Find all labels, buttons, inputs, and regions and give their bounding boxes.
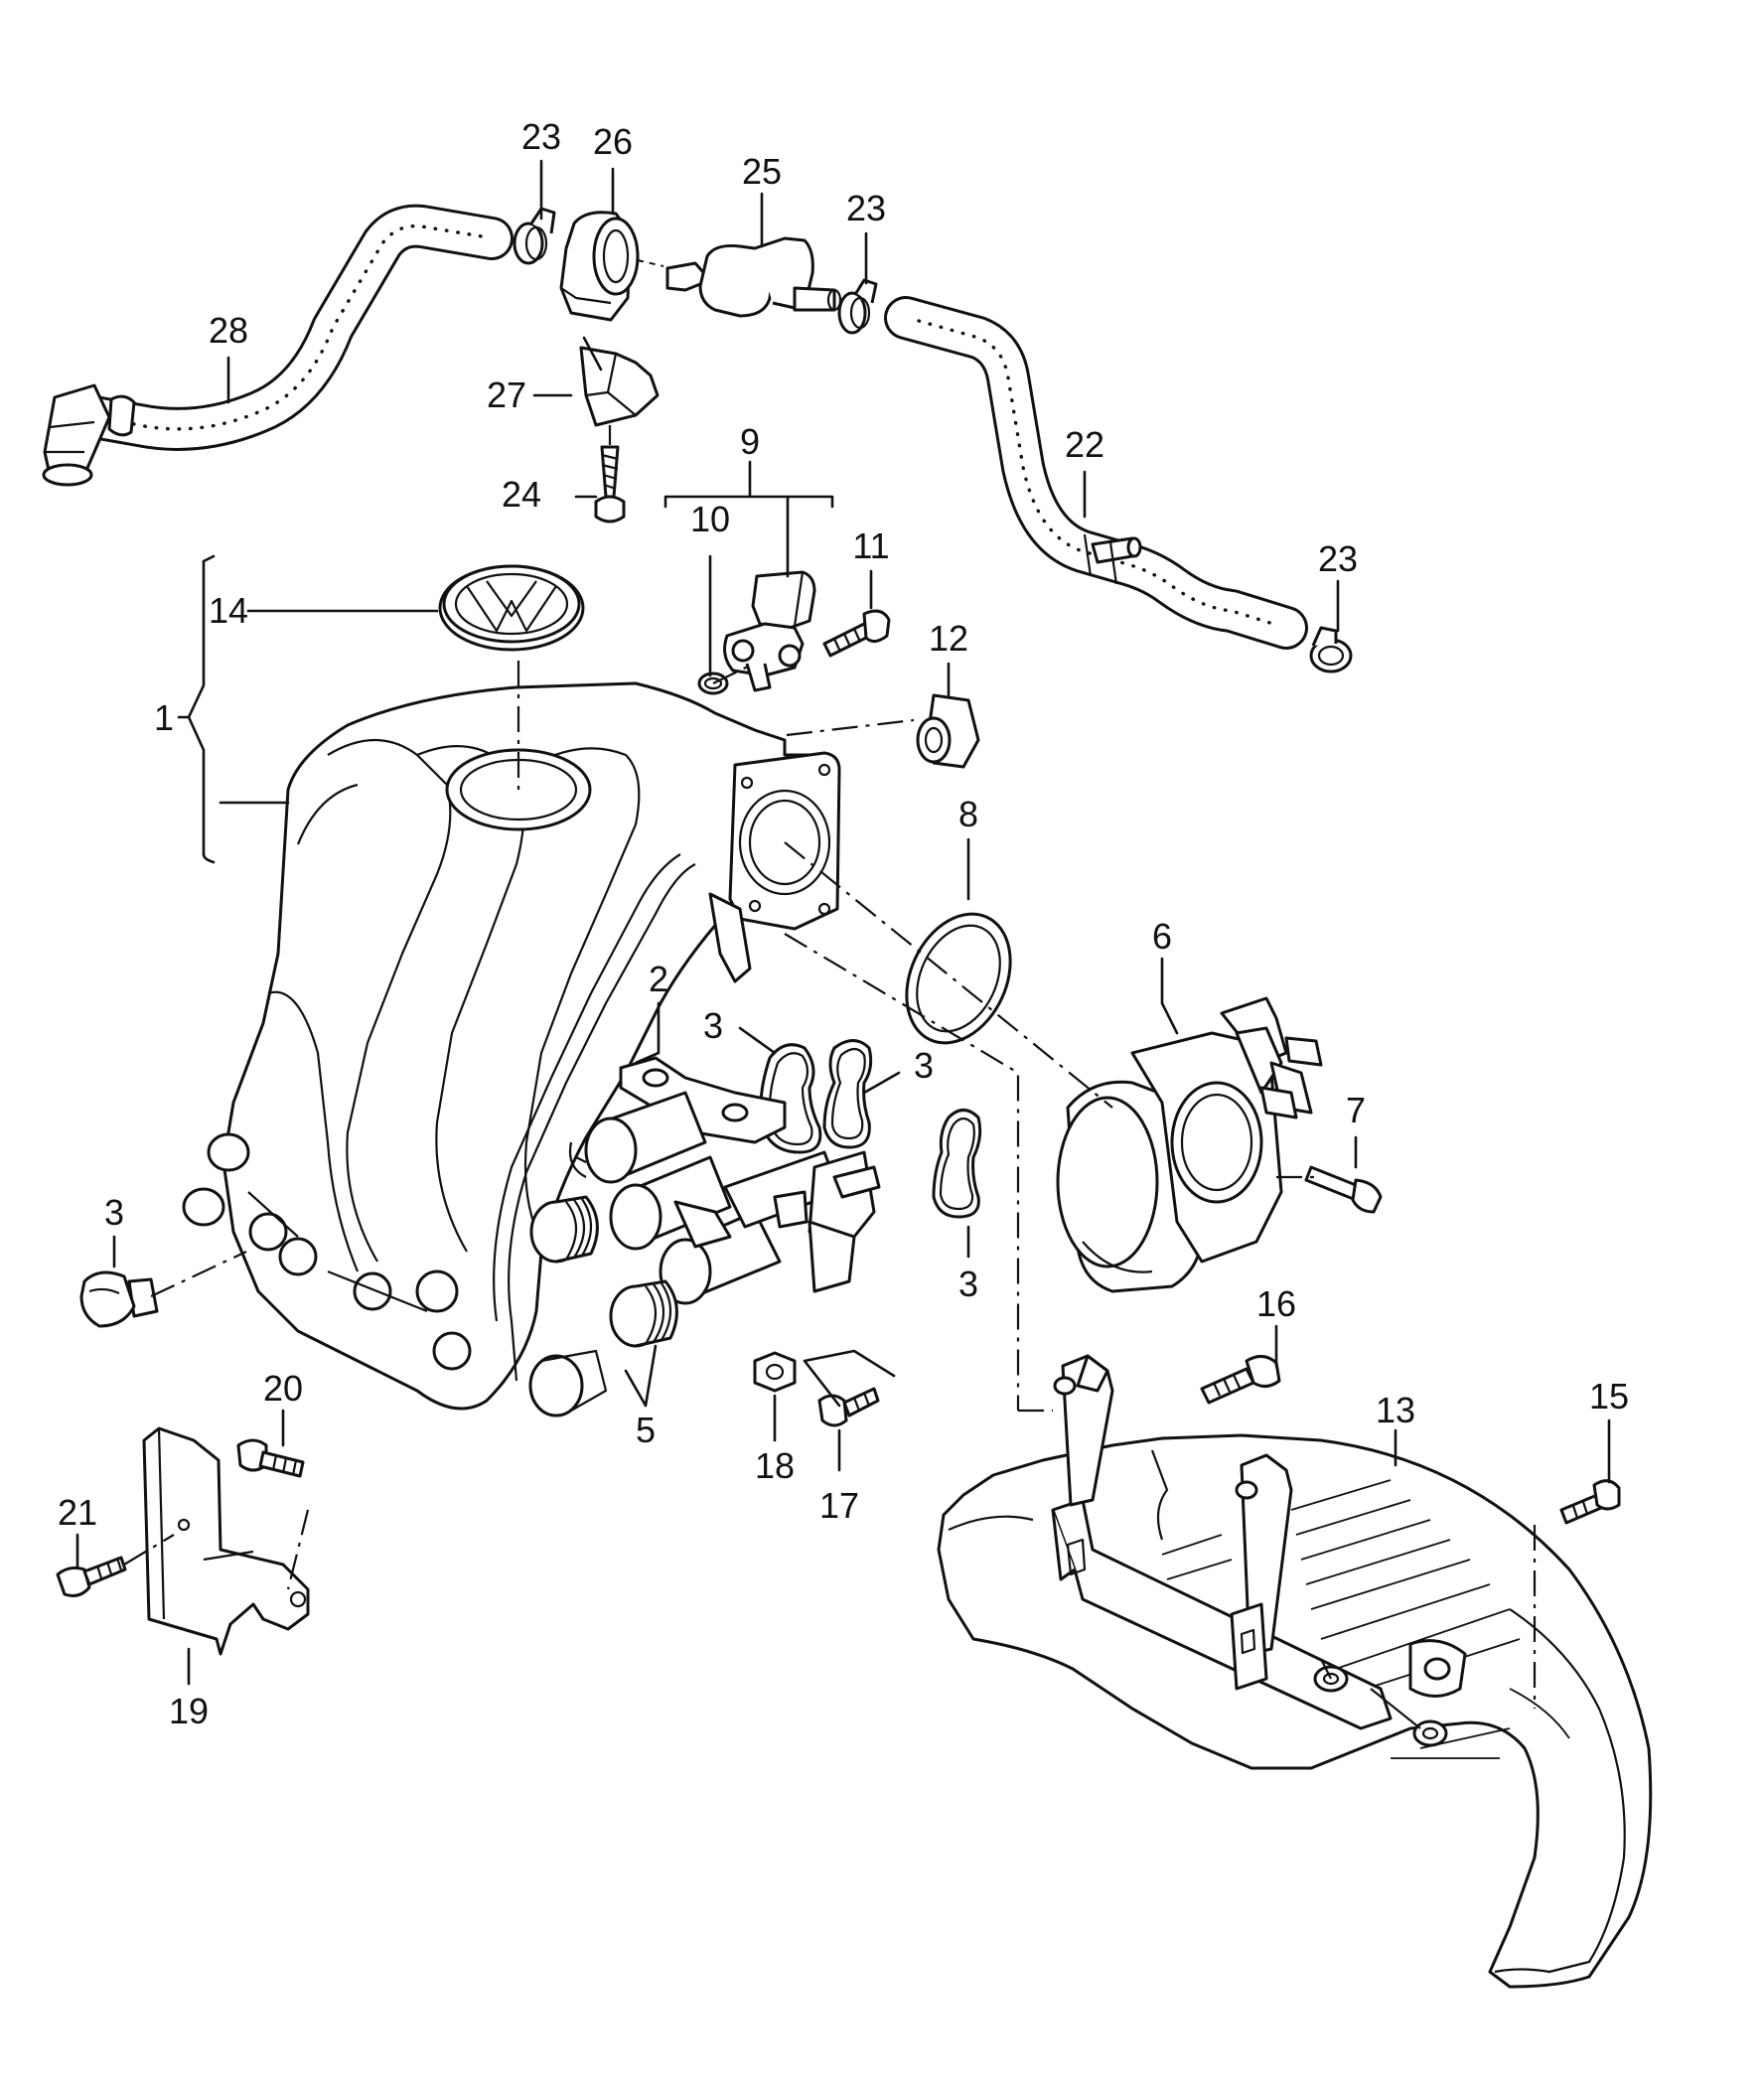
bracket-19 [142,1426,310,1656]
gasket-3-c [932,1109,982,1219]
bolt-15 [1559,1479,1621,1525]
hose-clamp-23-a [513,207,556,265]
hose-clamp-23-c [1309,626,1353,673]
callout-26: 27 [487,374,526,415]
vw-badge-14 [438,564,585,652]
callout-14: 14 [209,590,248,631]
callout-5: 5 [636,1410,656,1450]
callout-21: 21 [58,1492,97,1533]
callout-4: 3 [104,1192,124,1233]
callout-23-a: 23 [521,116,561,157]
seal-ring-5-a [529,1195,599,1264]
elbow-connector-28 [42,383,111,487]
plug-12 [916,693,980,769]
callout-10: 10 [690,499,730,539]
flange-2 [568,1056,881,1305]
callout-12: 12 [929,618,968,659]
callout-7: 8 [958,794,978,834]
callout-16: 16 [1256,1283,1296,1324]
callout-20: 20 [263,1368,303,1409]
screw-27 [594,445,626,523]
callout-2: 2 [649,959,668,999]
callout-18: 18 [755,1445,795,1486]
bolt-4 [79,1270,159,1328]
callout-3-c: 3 [958,1264,978,1304]
mount-bracket-25 [559,211,640,322]
callout-27: 24 [502,474,541,515]
intake-manifold-1 [182,681,841,1418]
gasket-3-b [822,1039,873,1149]
callout-6: 6 [1152,916,1172,957]
callout-9: 9 [740,421,760,462]
bolt-16 [1200,1355,1281,1405]
assembly-line-4 [150,1251,247,1297]
callout-22: 22 [1065,424,1104,465]
assembly-line-21 [123,1534,175,1566]
hose-28 [73,204,514,451]
seal-ring-7 [905,912,1012,1045]
assembly-line-10 [712,665,751,684]
bolt-21 [56,1556,127,1597]
hose-22 [884,296,1308,650]
callout-13: 13 [1376,1390,1415,1430]
callout-15: 15 [1589,1376,1629,1417]
callout-23-b: 23 [846,188,886,228]
bolt-17 [817,1387,880,1427]
callout-19: 19 [169,1691,209,1731]
callout-1: 1 [154,697,174,738]
screw-11 [822,609,891,658]
callout-25: 26 [593,121,633,162]
callout-8: 7 [1346,1090,1366,1130]
throttle-body-6 [1056,996,1323,1293]
valve-24 [665,236,842,318]
bolt-8 [1304,1165,1383,1214]
clip-26 [579,346,660,427]
seal-ring-5-b [609,1279,678,1348]
assembly-line-12 [786,718,915,737]
leader-lines [75,159,1611,1686]
callout-23-c: 23 [1318,538,1358,579]
callout-24: 25 [742,151,782,192]
callout-3-b: 3 [914,1045,934,1086]
assembly-line-throttle [784,841,1113,1109]
heat-shield-13 [937,1354,1653,1989]
pressure-sensor-9 [723,570,816,692]
bolt-20 [236,1438,305,1478]
hose-clamp-28 [107,394,136,437]
callout-11: 11 [852,525,889,566]
callout-17: 17 [819,1485,859,1526]
callout-28: 28 [209,310,248,351]
callout-3-a: 3 [703,1005,723,1046]
assembly-line-20 [286,1509,310,1590]
leader-dash [637,259,664,267]
nut-18 [753,1351,797,1393]
hose-clamp-23-b [837,278,878,335]
